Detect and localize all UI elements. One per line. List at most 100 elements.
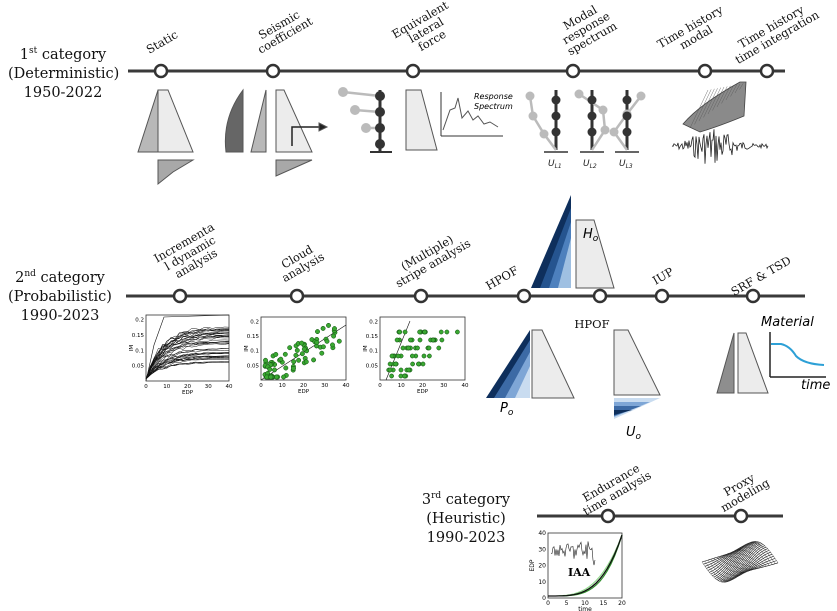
material-label: Material <box>761 315 814 330</box>
cloud-point <box>293 352 299 358</box>
srf-tsd-graphic <box>716 332 826 394</box>
cloud-point <box>311 357 317 363</box>
ida-curve <box>145 348 230 380</box>
method-hpof-2: HPOF <box>574 317 610 331</box>
node-seismic-coefficient <box>265 63 281 79</box>
mode-shapes-graphic <box>525 89 646 153</box>
node-ida <box>172 288 188 304</box>
eta-ytick: 20 <box>538 563 546 570</box>
eta-target-curve <box>548 534 623 597</box>
stripe-point <box>402 329 408 335</box>
stripe-point <box>415 345 420 351</box>
cloud-xtick: 10 <box>279 383 286 389</box>
proxy-mesh-line <box>734 544 773 565</box>
ida-curve <box>145 355 229 380</box>
stripe-point <box>436 345 442 351</box>
ida-ytick: 0.2 <box>135 318 144 324</box>
stripe-xlabel: EDP <box>417 389 429 395</box>
po-label: Po <box>500 401 514 418</box>
ul1-label: UL1 <box>548 159 562 170</box>
ida-ylabel: IM <box>129 345 135 352</box>
cloud-point <box>299 351 305 357</box>
category-1-label: 1st category (Deterministic) 1950-2022 <box>8 46 120 101</box>
ida-curve <box>145 341 230 380</box>
eta-xtick: 15 <box>600 600 608 607</box>
node-cloud <box>289 288 305 304</box>
ida-curve <box>145 334 230 380</box>
cloud-point <box>294 347 300 353</box>
stripe-point <box>395 353 401 359</box>
stripe-point <box>439 337 445 343</box>
elf-graphic <box>338 87 503 153</box>
eta-ytick: 40 <box>538 530 546 537</box>
stripe-point <box>410 361 415 367</box>
cloud-point <box>324 338 330 344</box>
ida-curve <box>145 343 230 380</box>
proxy-mesh-line <box>722 542 761 583</box>
stripe-point <box>397 329 403 335</box>
cloud-point <box>336 338 342 344</box>
stripe-xtick: 40 <box>462 383 469 389</box>
uo-label: Uo <box>626 425 642 442</box>
ida-curve <box>145 314 230 382</box>
proxy-mesh-line <box>713 558 752 573</box>
node-iup <box>654 288 670 304</box>
eta-xtick: 5 <box>565 600 569 607</box>
ida-curve <box>145 358 230 380</box>
cloud-point <box>296 357 302 363</box>
eta-ytick: 30 <box>538 546 546 553</box>
ida-frame <box>145 314 230 382</box>
cloud-point <box>273 351 279 357</box>
stripe-point <box>389 353 395 359</box>
ida-xtick: 40 <box>226 384 233 390</box>
stripe-point <box>409 353 415 359</box>
cloud-ytick: 0.2 <box>250 319 259 325</box>
stripe-point <box>401 373 407 379</box>
ida-curve <box>145 333 230 380</box>
hpof-bottom-graphic <box>486 329 575 399</box>
th-mesh-graphic <box>682 81 747 133</box>
ida-xtick: 20 <box>184 384 191 390</box>
node-stripe <box>413 288 429 304</box>
proxy-mesh-line <box>731 546 770 566</box>
proxy-mesh-line <box>725 544 764 583</box>
proxy-mesh-line <box>723 543 763 583</box>
proxy-mesh-line <box>722 555 761 568</box>
stripe-xtick: 30 <box>440 383 447 389</box>
proxy-surface <box>701 541 779 583</box>
stripe-point <box>400 345 406 351</box>
response-spectrum-label-2: Spectrum <box>474 102 513 111</box>
cloud-point <box>263 357 268 363</box>
stripe-point <box>417 337 423 343</box>
ida-xtick: 10 <box>163 384 170 390</box>
ida-curve <box>145 352 229 380</box>
proxy-mesh-line <box>701 561 741 583</box>
cloud-point <box>299 340 305 346</box>
ida-ytick: 0.1 <box>135 348 144 354</box>
stripe-point <box>422 329 428 335</box>
proxy-mesh-line <box>728 546 767 582</box>
cloud-point <box>320 325 326 331</box>
proxy-mesh-line <box>716 557 755 570</box>
proxy-mesh-line <box>719 541 758 582</box>
stripe-point <box>406 345 411 351</box>
ho-label: Ho <box>583 227 599 244</box>
cloud-point <box>281 374 287 380</box>
eta-ytick: 10 <box>538 579 546 586</box>
stripe-point <box>430 337 436 343</box>
cloud-xtick: 0 <box>259 383 263 389</box>
stripe-point <box>393 361 399 367</box>
eta-ylabel: EDP <box>529 559 536 571</box>
proxy-mesh-line <box>726 545 765 583</box>
proxy-mesh-line <box>715 541 754 579</box>
node-th-modal <box>697 63 713 79</box>
node-th-integration <box>759 63 775 79</box>
node-static <box>153 63 169 79</box>
stripe-point <box>398 367 404 373</box>
stripe-xtick: 20 <box>419 383 426 389</box>
eta-xtick: 0 <box>546 600 550 607</box>
cloud-point <box>264 374 270 380</box>
cloud-ytick: 0.05 <box>247 363 260 369</box>
